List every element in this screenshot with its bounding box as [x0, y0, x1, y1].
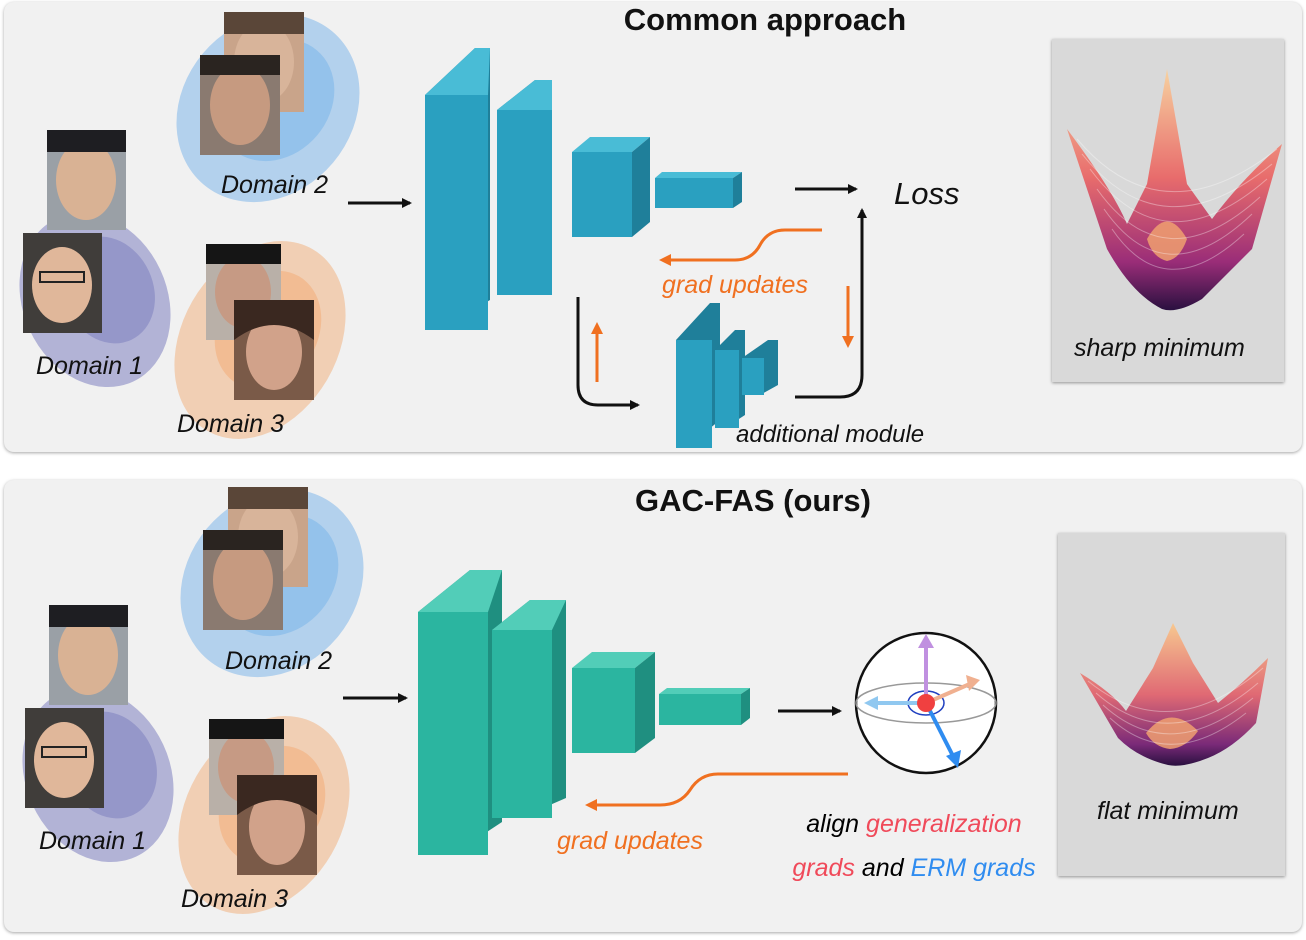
generalization-word: generalization [866, 810, 1022, 838]
module-output-arrow [795, 208, 867, 399]
face-image-domain1-a [47, 130, 126, 230]
grads-word: grads [792, 854, 855, 882]
domain-3-label-top: Domain 3 [177, 410, 284, 438]
domain-2-label-bottom: Domain 2 [225, 647, 332, 675]
domain-2-label-top: Domain 2 [221, 171, 328, 199]
face-image-domain1-b [23, 233, 102, 333]
domain-1-label-bottom: Domain 1 [39, 827, 146, 855]
face-image-domain2-b-bottom [203, 530, 283, 630]
sharp-minimum-surface [1067, 69, 1282, 311]
align-word: align [806, 810, 860, 838]
common-approach-title: Common approach [623, 2, 907, 37]
flat-minimum-surface [1080, 623, 1268, 766]
face-image-domain3-b [234, 300, 314, 400]
face-image-domain1-a-bottom [49, 605, 128, 705]
grad-update-arrow-bottom [585, 772, 848, 811]
gac-fas-title: GAC-FAS (ours) [635, 483, 871, 518]
flat-minimum-label: flat minimum [1097, 797, 1239, 825]
erm-grads-word: ERM grads [910, 854, 1036, 882]
gradient-alignment-sphere [854, 631, 998, 775]
face-image-domain3-b-bottom [237, 775, 317, 875]
sharp-minimum-box [1052, 39, 1284, 382]
sharp-minimum-label: sharp minimum [1074, 334, 1245, 362]
domain-3-label-bottom: Domain 3 [181, 885, 288, 913]
grad-update-arrow-top [659, 228, 822, 266]
additional-module-blocks [676, 303, 778, 448]
grad-updates-label-top: grad updates [662, 271, 808, 299]
loss-label: Loss [894, 176, 960, 211]
network-blocks-top [425, 48, 742, 330]
module-input-arrow [576, 297, 640, 410]
and-word: and [861, 854, 904, 882]
additional-module-label: additional module [736, 421, 925, 448]
network-blocks-bottom [418, 570, 750, 855]
face-image-domain2-b [200, 55, 280, 155]
face-image-domain1-b-bottom [25, 708, 104, 808]
grad-updates-label-bottom: grad updates [557, 827, 703, 855]
domain-1-label-top: Domain 1 [36, 352, 143, 380]
flat-minimum-box [1058, 533, 1285, 876]
alignment-caption: align generalization grads and ERM grads [774, 802, 1054, 890]
